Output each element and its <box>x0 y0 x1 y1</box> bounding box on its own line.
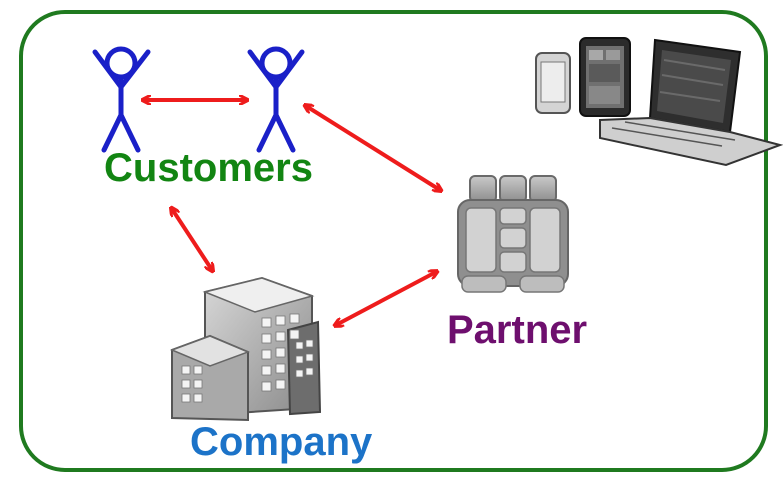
arrow-customers-company <box>172 209 212 270</box>
partner-building-icon <box>457 175 569 293</box>
stick-figure-icon <box>247 46 305 153</box>
arrow-customer-partner <box>306 106 440 190</box>
customers-label: Customers <box>104 146 313 190</box>
company-buildings-icon <box>169 276 322 422</box>
devices-icon <box>535 37 783 167</box>
arrow-company-partner <box>336 272 436 325</box>
stick-figure-icon <box>92 46 151 153</box>
partner-label: Partner <box>447 308 588 352</box>
company-label: Company <box>190 420 373 464</box>
connector-arrows <box>144 100 440 325</box>
